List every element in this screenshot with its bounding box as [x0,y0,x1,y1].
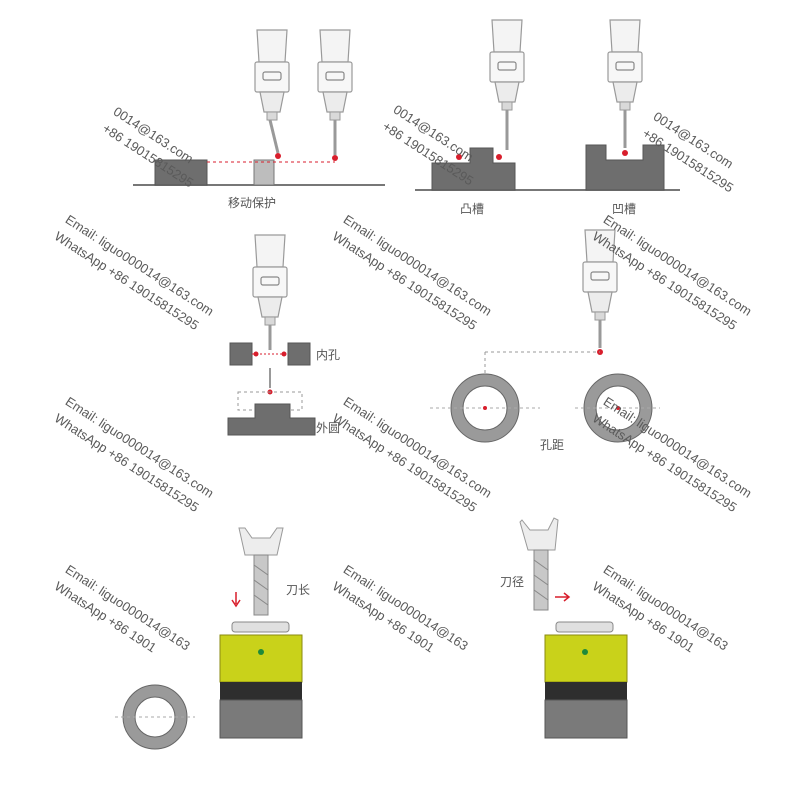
setter-yellow-band [219,634,303,683]
panel-hole-pitch: 孔距 [430,229,660,452]
obstacle-block [253,159,275,186]
boss-block [431,147,516,191]
setter-base [219,699,303,739]
panel-tool-diameter: 刀径 [500,517,628,739]
panel-inner-outer: 内孔 外圆 [227,234,340,436]
ring-right [575,373,660,443]
workpiece-block [154,159,208,186]
outer-workpiece [227,403,316,436]
inner-hole-right [287,342,311,366]
setter-black-band [220,682,302,700]
label-outer: 外圆 [316,421,340,435]
probe-boss [456,19,525,160]
label-inner-hole: 内孔 [316,348,340,362]
setter-base [544,699,628,739]
label-tool-length: 刀长 [286,583,310,597]
label-move-protect: 移动保护 [228,196,276,210]
groove-block [585,144,665,191]
label-groove: 凹槽 [612,202,636,216]
ring-lower-left [115,684,195,750]
label-boss: 凸槽 [460,202,484,216]
panel-tool-length: 刀长 [115,527,310,750]
probe-inner-hole [252,234,288,350]
setter-yellow-band [544,634,628,683]
probe-groove [607,19,643,156]
spindle [238,527,284,556]
inner-hole-left [229,342,253,366]
probe-left [254,29,290,159]
probe-hole-pitch [582,229,618,355]
panel-move-protect: 移动保护 [133,29,385,210]
right-arrow-icon [555,592,571,602]
label-hole-pitch: 孔距 [540,438,564,452]
ring-left [430,373,540,443]
setter-black-band [545,682,627,700]
label-tool-diameter: 刀径 [500,575,524,589]
down-arrow-icon [231,592,241,608]
panel-boss-groove: 凸槽 凹槽 [415,19,680,216]
probe-right [317,29,353,161]
spindle [519,517,559,551]
